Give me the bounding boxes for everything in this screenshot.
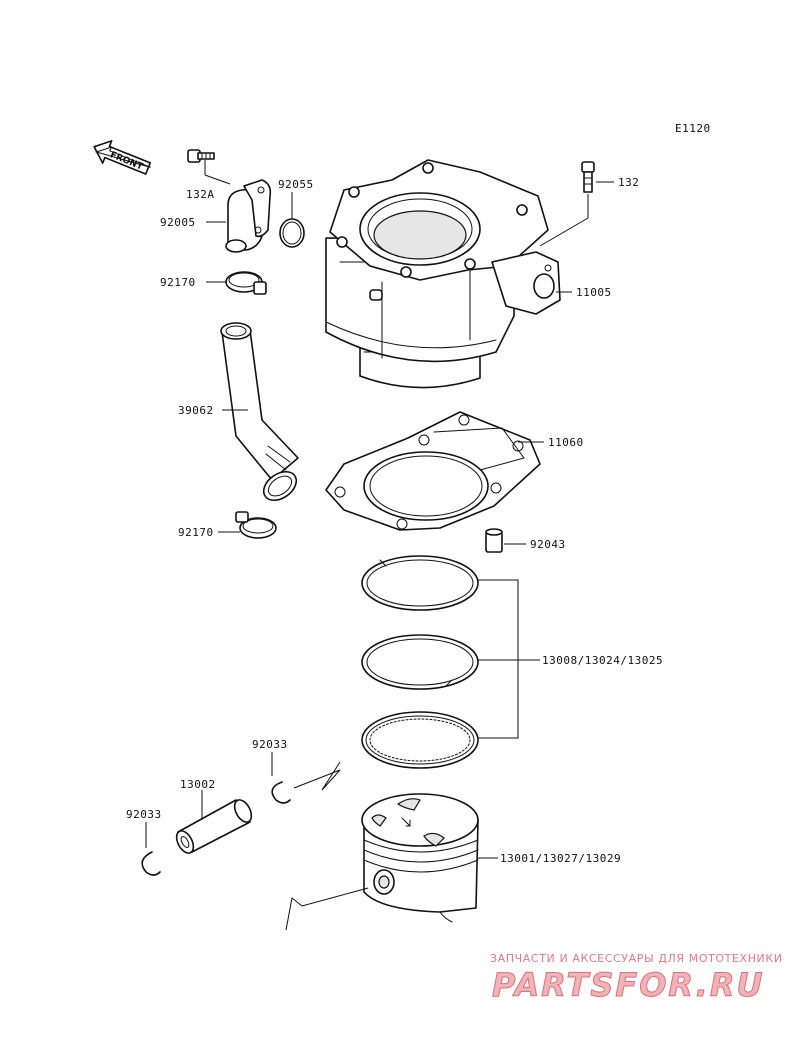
label-11060: 11060: [548, 436, 584, 449]
piston-13001: [361, 793, 479, 923]
piston-ring-second: [361, 634, 479, 690]
label-11005: 11005: [576, 286, 612, 299]
bolt-132a: [187, 149, 215, 163]
piston-pin-13002: [175, 799, 253, 854]
dowel-pin-92043: [485, 528, 503, 553]
circlip-92033-right: [271, 781, 291, 804]
hose-clamp-92170-top: [225, 271, 267, 295]
label-92043: 92043: [530, 538, 566, 551]
piston-ring-oil: [361, 711, 479, 769]
circlip-92033-left: [141, 851, 161, 876]
label-13002: 13002: [180, 778, 216, 791]
watermark-brand: PARTSFOR.RU: [492, 966, 764, 1004]
label-13008: 13008/13024/13025: [542, 654, 663, 667]
water-hose-39062: [220, 322, 299, 502]
oring-92055: [279, 218, 305, 248]
label-92033-left: 92033: [126, 808, 162, 821]
label-132: 132: [618, 176, 639, 189]
water-fitting-92005: [225, 179, 272, 253]
watermark-subtitle: ЗАПЧАСТИ И АКСЕССУАРЫ ДЛЯ МОТОТЕХНИКИ: [490, 952, 783, 965]
label-92033-right: 92033: [252, 738, 288, 751]
front-arrow-icon: FRONT: [93, 140, 152, 175]
piston-ring-top: [361, 555, 479, 611]
label-39062: 39062: [178, 404, 214, 417]
bolt-132: [581, 161, 595, 193]
label-13001: 13001/13027/13029: [500, 852, 621, 865]
label-92170-top: 92170: [160, 276, 196, 289]
label-92005: 92005: [160, 216, 196, 229]
cylinder-11005: [325, 159, 561, 389]
base-gasket-11060: [325, 411, 541, 531]
label-92055: 92055: [278, 178, 314, 191]
label-92170-bottom: 92170: [178, 526, 214, 539]
label-132a: 132A: [186, 188, 215, 201]
hose-clamp-92170-bottom: [235, 511, 277, 539]
diagram-code: E1120: [675, 122, 711, 135]
